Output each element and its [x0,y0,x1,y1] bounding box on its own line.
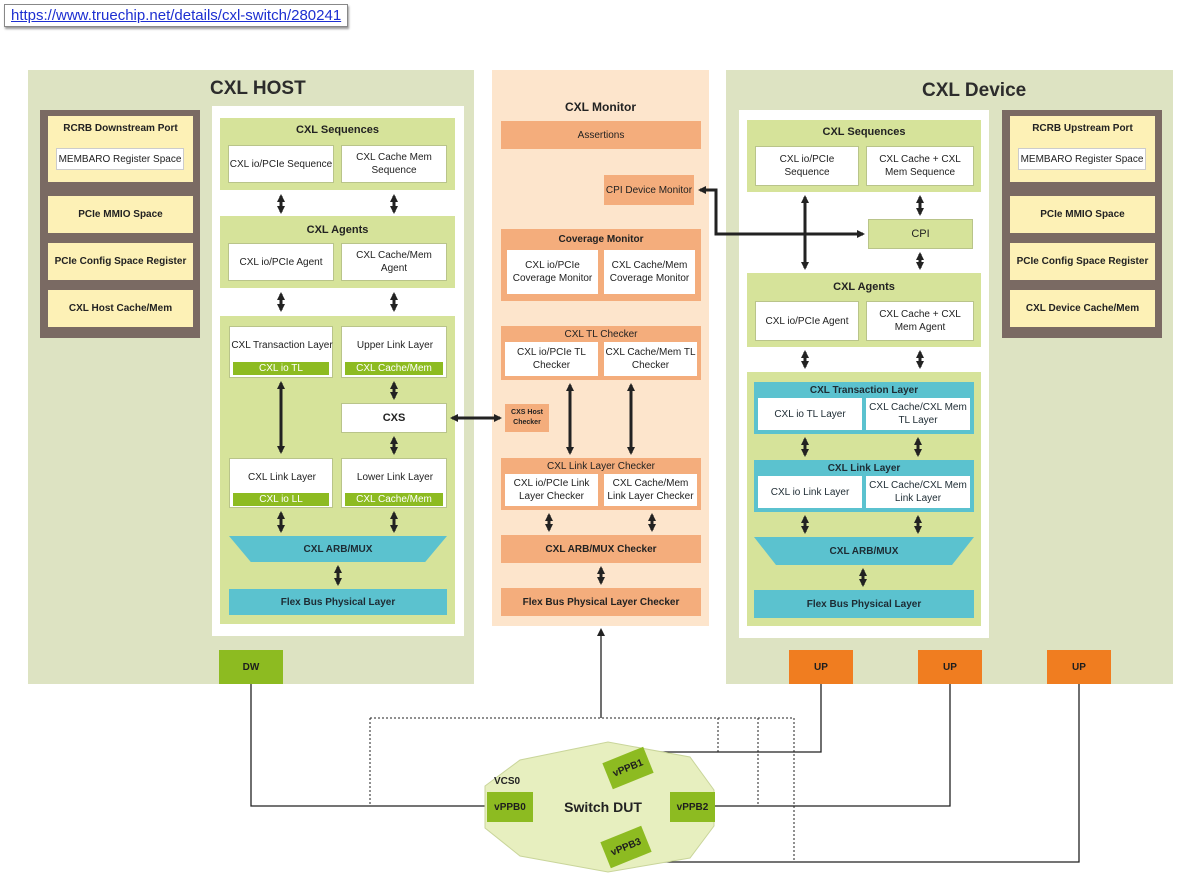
wire-vppb2-up2 [714,684,951,807]
monitor-assertions: Assertions [501,121,701,149]
host-pcie-config: PCIe Config Space Register [48,243,193,280]
device-io-tl-box: CXL io TL Layer [758,398,862,430]
switch-vppb2: vPPB2 [670,792,715,822]
host-sequences-block: CXL Sequences CXL io/PCIe Sequence CXL C… [220,118,455,190]
wire-up1-vppb1 [655,684,822,753]
device-cpi-box: CPI [868,219,973,249]
host-io-tl-tag: CXL io TL [233,362,329,375]
host-pcie-mmio: PCIe MMIO Space [48,196,193,233]
device-pcie-config: PCIe Config Space Register [1010,243,1155,280]
host-agent-cache-box: CXL Cache/Mem Agent [341,243,447,281]
host-cache-mem-tag-upper: CXL Cache/Mem [345,362,443,375]
device-pcie-mmio: PCIe MMIO Space [1010,196,1155,233]
host-agents-block: CXL Agents CXL io/PCIe Agent CXL Cache/M… [220,216,455,288]
device-cache-link-box: CXL Cache/CXL Mem Link Layer [866,476,970,508]
host-cache-mem: CXL Host Cache/Mem [48,290,193,327]
host-transaction-layer-box: CXL Transaction Layer CXL io TL [229,326,333,378]
device-sequences-title: CXL Sequences [822,126,906,138]
monitor-ll-io-box: CXL io/PCIe Link Layer Checker [505,474,598,506]
cxl-host-title: CXL HOST [210,78,306,99]
host-link-layer-label: CXL Link Layer [248,471,316,483]
device-link-block: CXL Link Layer CXL io Link Layer CXL Cac… [754,460,974,512]
monitor-ll-checker-title: CXL Link Layer Checker [546,460,655,472]
host-agents-title: CXL Agents [306,224,369,236]
device-agents-title: CXL Agents [833,281,895,293]
monitor-cov-cache-box: CXL Cache/Mem Coverage Monitor [604,250,695,294]
host-membaro-register: MEMBARO Register Space [56,148,184,170]
dotted-tap-main [370,717,795,862]
switch-vppb0: vPPB0 [487,792,533,822]
host-rcrb-port-label: RCRB Downstream Port [63,122,178,134]
switch-dut-label: Switch DUT [564,799,642,815]
host-link-layer-box: CXL Link Layer CXL io LL [229,458,333,508]
host-seq-io-box: CXL io/PCIe Sequence [228,145,334,183]
device-arb-mux: CXL ARB/MUX [754,537,974,565]
device-io-link-box: CXL io Link Layer [758,476,862,508]
host-dw-port: DW [219,650,283,684]
cxl-monitor-title: CXL Monitor [564,100,637,114]
host-upper-link-label: Upper Link Layer [356,339,434,351]
monitor-coverage-title: Coverage Monitor [558,233,644,245]
device-cache-tl-box: CXL Cache/CXL Mem TL Layer [866,398,970,430]
monitor-arb-mux-checker: CXL ARB/MUX Checker [501,535,701,563]
wire-vppb3-up3 [640,684,1080,863]
host-seq-cache-box: CXL Cache Mem Sequence [341,145,447,183]
monitor-cov-io-box: CXL io/PCIe Coverage Monitor [507,250,598,294]
device-seq-io-box: CXL io/PCIe Sequence [755,146,859,186]
device-sequences-block: CXL Sequences CXL io/PCIe Sequence CXL C… [747,120,981,192]
host-transaction-label: CXL Transaction Layer [231,339,333,351]
monitor-cpi-device: CPI Device Monitor [604,175,694,205]
device-seq-cache-box: CXL Cache + CXL Mem Sequence [866,146,974,186]
monitor-tl-checker-block: CXL TL Checker CXL io/PCIe TL Checker CX… [501,326,701,380]
monitor-ll-cache-box: CXL Cache/Mem Link Layer Checker [604,474,697,506]
switch-dut-body [484,741,715,873]
cxl-device-title: CXL Device [922,80,1027,101]
device-rcrb-port-label: RCRB Upstream Port [1032,122,1133,134]
host-sequences-title: CXL Sequences [296,124,379,136]
device-flex-bus-phy: Flex Bus Physical Layer [754,590,974,618]
device-agents-block: CXL Agents CXL io/PCIe Agent CXL Cache +… [747,273,981,347]
device-cache-mem: CXL Device Cache/Mem [1010,290,1155,327]
wire-dw-vppb0 [250,684,488,807]
device-link-title: CXL Link Layer [827,462,901,474]
monitor-tl-checker-title: CXL TL Checker [564,328,638,340]
host-lower-link-label: Lower Link Layer [356,471,434,483]
monitor-ll-checker-block: CXL Link Layer Checker CXL io/PCIe Link … [501,458,701,510]
host-io-ll-tag: CXL io LL [233,493,329,506]
host-upper-link-box: Upper Link Layer CXL Cache/Mem [341,326,447,378]
host-flex-bus-phy: Flex Bus Physical Layer [229,589,447,615]
host-rcrb-port: RCRB Downstream Port MEMBARO Register Sp… [48,116,193,182]
device-agent-io-box: CXL io/PCIe Agent [755,301,859,341]
host-cxs-box: CXS [341,403,447,433]
monitor-tl-cache-box: CXL Cache/Mem TL Checker [604,342,697,376]
switch-vcs-label: VCS0 [494,776,521,787]
host-cache-mem-tag-lower: CXL Cache/Mem [345,493,443,506]
device-up-port-2: UP [918,650,982,684]
device-agent-cache-box: CXL Cache + CXL Mem Agent [866,301,974,341]
source-url-link[interactable]: https://www.truechip.net/details/cxl-swi… [4,4,349,27]
device-transaction-block: CXL Transaction Layer CXL io TL Layer CX… [754,382,974,434]
host-arb-mux: CXL ARB/MUX [229,536,447,562]
monitor-coverage-block: Coverage Monitor CXL io/PCIe Coverage Mo… [501,229,701,301]
host-lower-link-box: Lower Link Layer CXL Cache/Mem [341,458,447,508]
device-transaction-title: CXL Transaction Layer [809,384,919,396]
monitor-cxs-host-checker: CXS Host Checker [505,404,549,432]
device-rcrb-port: RCRB Upstream Port MEMBARO Register Spac… [1010,116,1155,182]
monitor-phy-checker: Flex Bus Physical Layer Checker [501,588,701,616]
host-agent-io-box: CXL io/PCIe Agent [228,243,334,281]
device-up-port-1: UP [789,650,853,684]
device-membaro-register: MEMBARO Register Space [1018,148,1146,170]
device-up-port-3: UP [1047,650,1111,684]
arrow-cpi-monitor-cpi [698,186,865,238]
monitor-tl-io-box: CXL io/PCIe TL Checker [505,342,598,376]
